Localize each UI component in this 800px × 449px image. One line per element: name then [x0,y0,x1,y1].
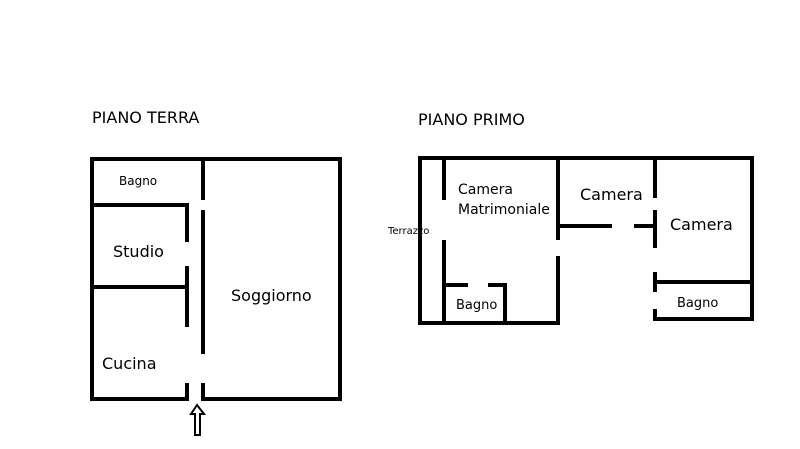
ground-room-cucina: Cucina [102,354,157,373]
entrance-arrow-icon [189,403,207,436]
first-room-bagno-left: Bagno [456,298,497,313]
ground-room-studio: Studio [113,242,164,261]
first-room-matrimoniale-line2: Matrimoniale [458,202,550,218]
ground-room-soggiorno: Soggiorno [231,286,312,305]
first-floor-plan: PIANO PRIMO Terrazzo Camera Matrimoniale… [387,110,754,325]
first-room-camera-right: Camera [670,215,733,234]
ground-floor-title: PIANO TERRA [92,108,199,127]
ground-room-bagno: Bagno [119,174,157,188]
first-room-bagno-right: Bagno [677,296,718,311]
first-room-matrimoniale-line1: Camera [458,182,513,198]
ground-floor-plan: PIANO TERRA Bagno Studio Cucina Soggiorn… [90,108,342,436]
first-room-terrazzo: Terrazzo [387,226,429,237]
first-room-camera-mid: Camera [580,185,643,204]
first-floor-title: PIANO PRIMO [418,110,525,129]
